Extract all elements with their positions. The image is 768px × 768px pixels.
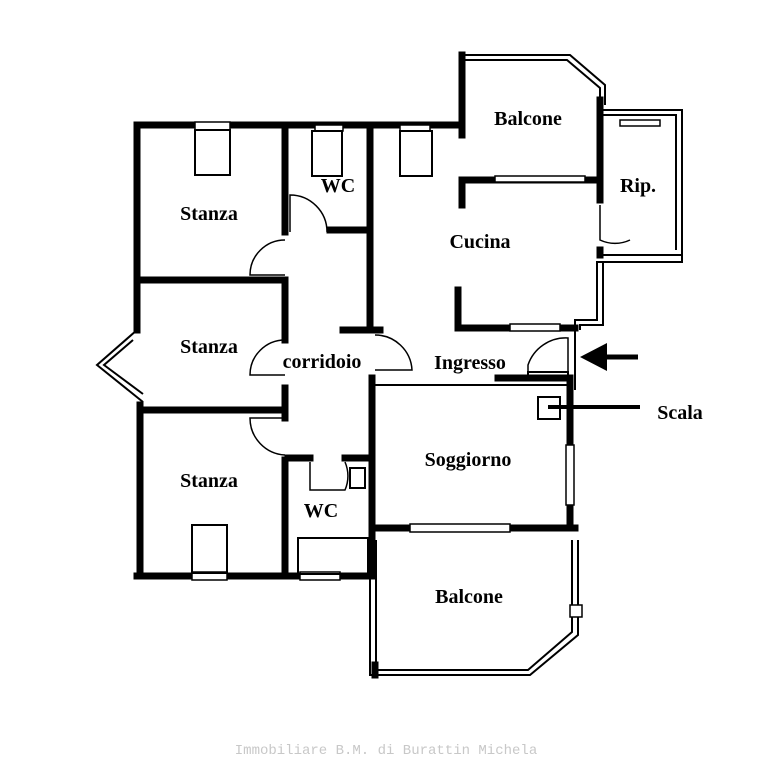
walls xyxy=(95,51,683,679)
room-label-corridoio: corridoio xyxy=(283,351,362,373)
room-label-stanza-3: Stanza xyxy=(180,470,238,492)
room-label-rip: Rip. xyxy=(620,175,656,197)
doors xyxy=(249,194,631,491)
room-label-ingresso: Ingresso xyxy=(434,352,506,374)
watermark: Immobiliare B.M. di Burattin Michela xyxy=(235,743,537,759)
room-label-wc-bottom: WC xyxy=(304,500,338,522)
room-label-stanza-1: Stanza xyxy=(180,203,238,225)
entrance-arrow-icon xyxy=(580,343,638,371)
room-label-cucina: Cucina xyxy=(449,231,510,253)
room-label-balcone-bottom: Balcone xyxy=(435,586,503,608)
room-label-scala: Scala xyxy=(657,402,703,424)
room-label-soggiorno: Soggiorno xyxy=(425,449,512,471)
room-label-wc-top: WC xyxy=(321,175,355,197)
room-label-stanza-2: Stanza xyxy=(180,336,238,358)
windows xyxy=(191,119,661,618)
room-label-balcone-top: Balcone xyxy=(494,108,562,130)
